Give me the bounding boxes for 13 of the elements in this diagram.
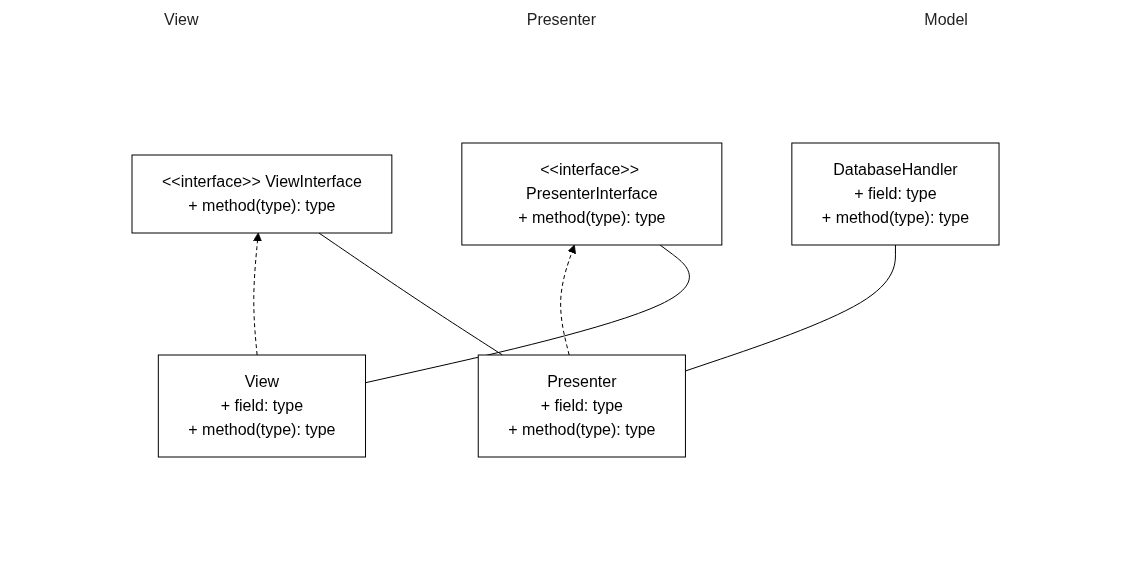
column-heading: Presenter [526,11,597,29]
arrow [253,232,263,356]
node-box: DatabaseHandler + field: type + method(type): type [791,142,1000,246]
node-box: View + field: type + method(type): type [158,354,367,458]
node-box: Presenter + field: type + method(type): type [478,354,687,458]
node-box: <<interface>> ViewInterface + method(type): type [132,154,393,234]
column-heading: View [164,11,199,29]
connector [685,244,897,372]
node-box: <<interface>> PresenterInterface + method(type): type [461,142,723,246]
connector [365,244,691,384]
connector [318,232,504,356]
arrow [560,244,577,356]
column-heading: Model [924,11,968,29]
